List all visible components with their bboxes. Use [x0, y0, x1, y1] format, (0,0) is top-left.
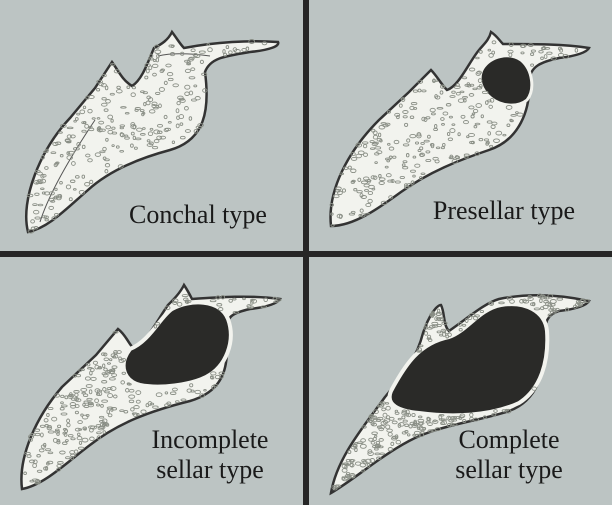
horizontal-divider: [0, 251, 612, 257]
label-line: sellar type: [120, 455, 300, 485]
panel-label-conchal: Conchal type: [108, 200, 288, 230]
panel-conchal-type: Conchal type: [0, 0, 303, 251]
panel-complete-sellar-type: Complete sellar type: [309, 257, 612, 505]
label-line: Presellar type: [433, 196, 575, 225]
label-line: Incomplete: [120, 425, 300, 455]
label-line: Conchal type: [129, 200, 267, 229]
panel-label-incomplete-sellar: Incomplete sellar type: [120, 425, 300, 485]
panel-presellar-type: Presellar type: [309, 0, 612, 251]
panel-label-presellar: Presellar type: [399, 196, 609, 226]
label-line: Complete: [419, 425, 599, 455]
panel-incomplete-sellar-type: Incomplete sellar type: [0, 257, 303, 505]
label-line: sellar type: [419, 455, 599, 485]
panel-label-complete-sellar: Complete sellar type: [419, 425, 599, 485]
